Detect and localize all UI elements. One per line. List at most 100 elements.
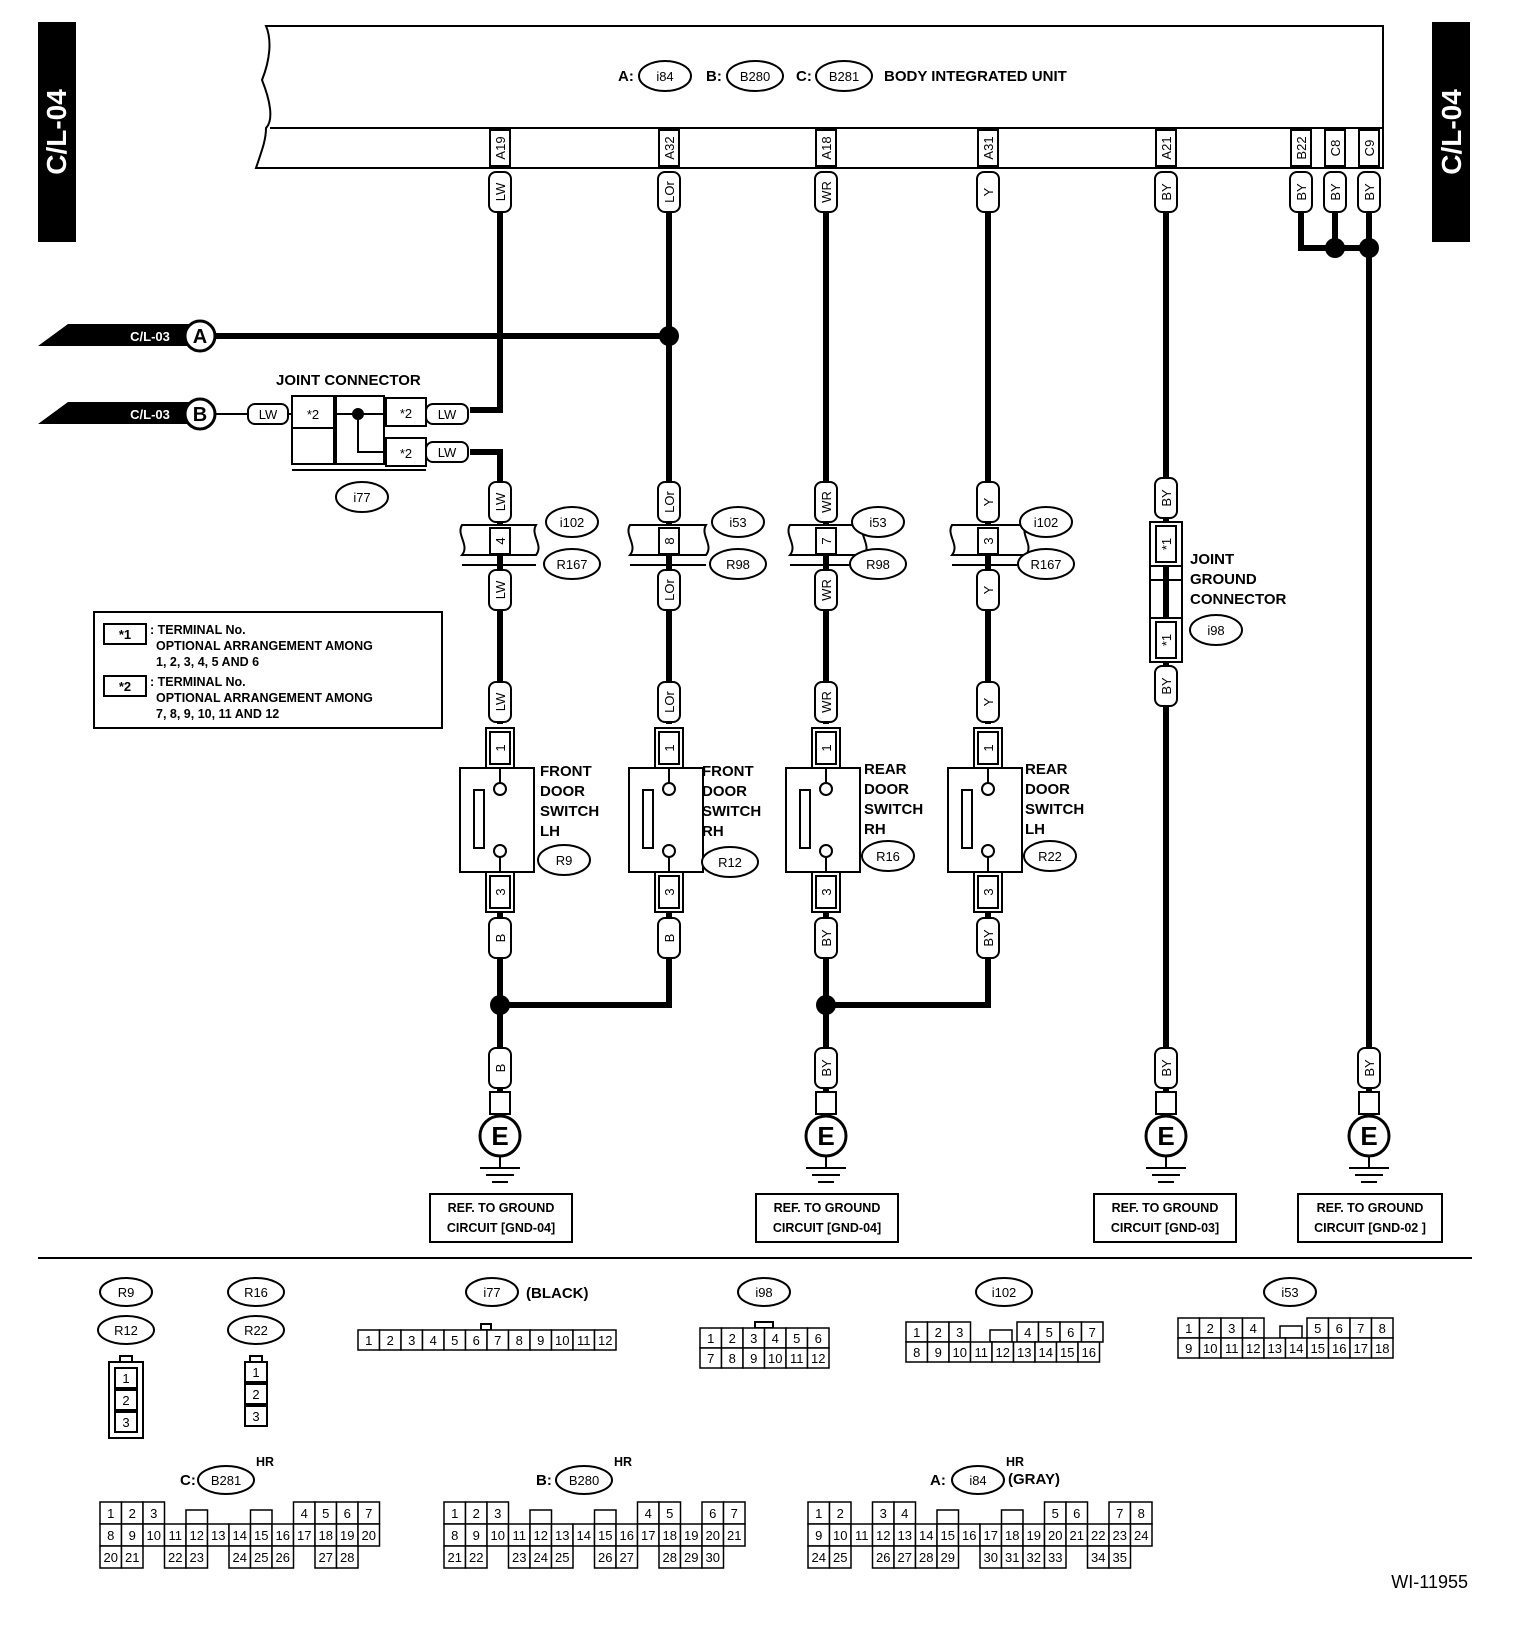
pin-number: 23 [190, 1550, 204, 1565]
svg-text:RH: RH [864, 821, 886, 838]
pin-cell [335, 1545, 359, 1569]
svg-text:SWITCH: SWITCH [1025, 801, 1084, 818]
svg-text:LOr: LOr [662, 490, 677, 512]
svg-text:RH: RH [702, 823, 724, 840]
svg-text:SWITCH: SWITCH [864, 801, 923, 818]
pin-number: 4 [430, 1333, 437, 1348]
pin-cell [936, 1545, 960, 1569]
pin-number: 11 [169, 1528, 183, 1543]
svg-text:B280: B280 [569, 1473, 599, 1488]
svg-text:B:: B: [536, 1472, 552, 1489]
svg-text:BY: BY [1159, 489, 1174, 507]
svg-text:OPTIONAL ARRANGEMENT AMONG: OPTIONAL ARRANGEMENT AMONG [156, 639, 373, 653]
pin-number: 30 [984, 1550, 998, 1565]
pin-number: 9 [935, 1345, 942, 1360]
svg-text:1: 1 [493, 744, 508, 751]
svg-text:CIRCUIT [GND-03]: CIRCUIT [GND-03] [1111, 1221, 1219, 1235]
svg-text:*2: *2 [400, 446, 412, 461]
svg-text:i53: i53 [729, 515, 746, 530]
svg-text:E: E [1157, 1121, 1174, 1151]
svg-text:1: 1 [819, 744, 834, 751]
pin-cell [593, 1329, 617, 1351]
pin-cell [271, 1545, 295, 1569]
pin-number: 15 [1060, 1345, 1074, 1360]
pin-number: 3 [150, 1506, 157, 1521]
svg-text:B: B [493, 1064, 508, 1073]
pin-number: 23 [512, 1550, 526, 1565]
svg-text:REF. TO GROUND: REF. TO GROUND [1317, 1201, 1424, 1215]
pin-number: 14 [1289, 1341, 1303, 1356]
joint-connector-code: i77 [353, 490, 370, 505]
svg-text:FRONT: FRONT [702, 763, 754, 780]
pin-cell [1129, 1523, 1153, 1547]
svg-text:i53: i53 [1281, 1285, 1298, 1300]
svg-text:R22: R22 [1038, 849, 1062, 864]
pin-number: 16 [1332, 1341, 1346, 1356]
pin-number: 10 [768, 1351, 782, 1366]
pin-number: 4 [772, 1331, 779, 1346]
pin-number: 4 [301, 1506, 308, 1521]
pin-number: 26 [276, 1550, 290, 1565]
pin-number: 35 [1113, 1550, 1127, 1565]
pin-number: 15 [1311, 1341, 1325, 1356]
pin-number: 6 [1073, 1506, 1080, 1521]
ground-4: BY E REF. TO GROUND CIRCUIT [GND-02 ] [1297, 1047, 1443, 1243]
svg-text:C:: C: [180, 1472, 196, 1489]
svg-text:LH: LH [540, 823, 560, 840]
svg-text:FRONT: FRONT [540, 763, 592, 780]
pin-number: 6 [709, 1506, 716, 1521]
pin-number: 18 [319, 1528, 333, 1543]
pin-number: 21 [727, 1528, 741, 1543]
svg-text:A21: A21 [1159, 136, 1174, 159]
pin-number: 9 [1185, 1341, 1192, 1356]
pin-number: 11 [790, 1351, 804, 1366]
svg-text:i77: i77 [483, 1285, 500, 1300]
switch-rear-door-rh: WR 1 3 BY REAR DOOR SWITCH RH R16 [785, 681, 923, 959]
svg-text:LW: LW [259, 407, 278, 422]
pin-number: 9 [750, 1351, 757, 1366]
svg-text:B: B [493, 934, 508, 943]
pin-number: 16 [276, 1528, 290, 1543]
pin-number: 8 [729, 1351, 736, 1366]
svg-text:R98: R98 [726, 557, 750, 572]
svg-text:CONNECTOR: CONNECTOR [1190, 591, 1287, 608]
pin-number: 7 [365, 1506, 372, 1521]
pin-cell [936, 1509, 960, 1525]
svg-text:WR: WR [819, 181, 834, 203]
svg-text:*2: *2 [307, 407, 319, 422]
pin-number: 26 [876, 1550, 890, 1565]
pin-number: 24 [534, 1550, 548, 1565]
pin-number: 16 [620, 1528, 634, 1543]
inline-connector-i102-y: Y 3 Y i102 R167 [949, 481, 1075, 611]
pin-number: 9 [473, 1528, 480, 1543]
svg-text:*1: *1 [119, 627, 131, 642]
pin-number: 5 [1314, 1321, 1321, 1336]
svg-text:BY: BY [1159, 677, 1174, 695]
pin-cell [701, 1545, 725, 1569]
pin-number: 10 [953, 1345, 967, 1360]
pin-number: 3 [1228, 1321, 1235, 1336]
svg-text:REF. TO GROUND: REF. TO GROUND [448, 1201, 555, 1215]
svg-text:CIRCUIT [GND-02 ]: CIRCUIT [GND-02 ] [1314, 1221, 1426, 1235]
pin-number: 17 [297, 1528, 311, 1543]
svg-text:A:: A: [930, 1472, 946, 1489]
pin-number: 25 [555, 1550, 569, 1565]
svg-text:SWITCH: SWITCH [702, 803, 761, 820]
pin-number: 33 [1048, 1550, 1062, 1565]
svg-text:LW: LW [493, 492, 508, 511]
pin-number: 1 [107, 1506, 114, 1521]
pin-number: 2 [473, 1506, 480, 1521]
pin-number: 10 [491, 1528, 505, 1543]
svg-text:BY: BY [1159, 1059, 1174, 1077]
svg-text:BY: BY [1294, 183, 1309, 201]
svg-text:LW: LW [438, 445, 457, 460]
svg-text:E: E [817, 1121, 834, 1151]
pin-number: 10 [833, 1528, 847, 1543]
pin-number: 13 [1268, 1341, 1282, 1356]
svg-text:DOOR: DOOR [1025, 781, 1070, 798]
pin-number: 13 [555, 1528, 569, 1543]
svg-text:B22: B22 [1294, 136, 1309, 159]
pin-number: 12 [190, 1528, 204, 1543]
pin-number: 15 [598, 1528, 612, 1543]
pin-number: 13 [211, 1528, 225, 1543]
